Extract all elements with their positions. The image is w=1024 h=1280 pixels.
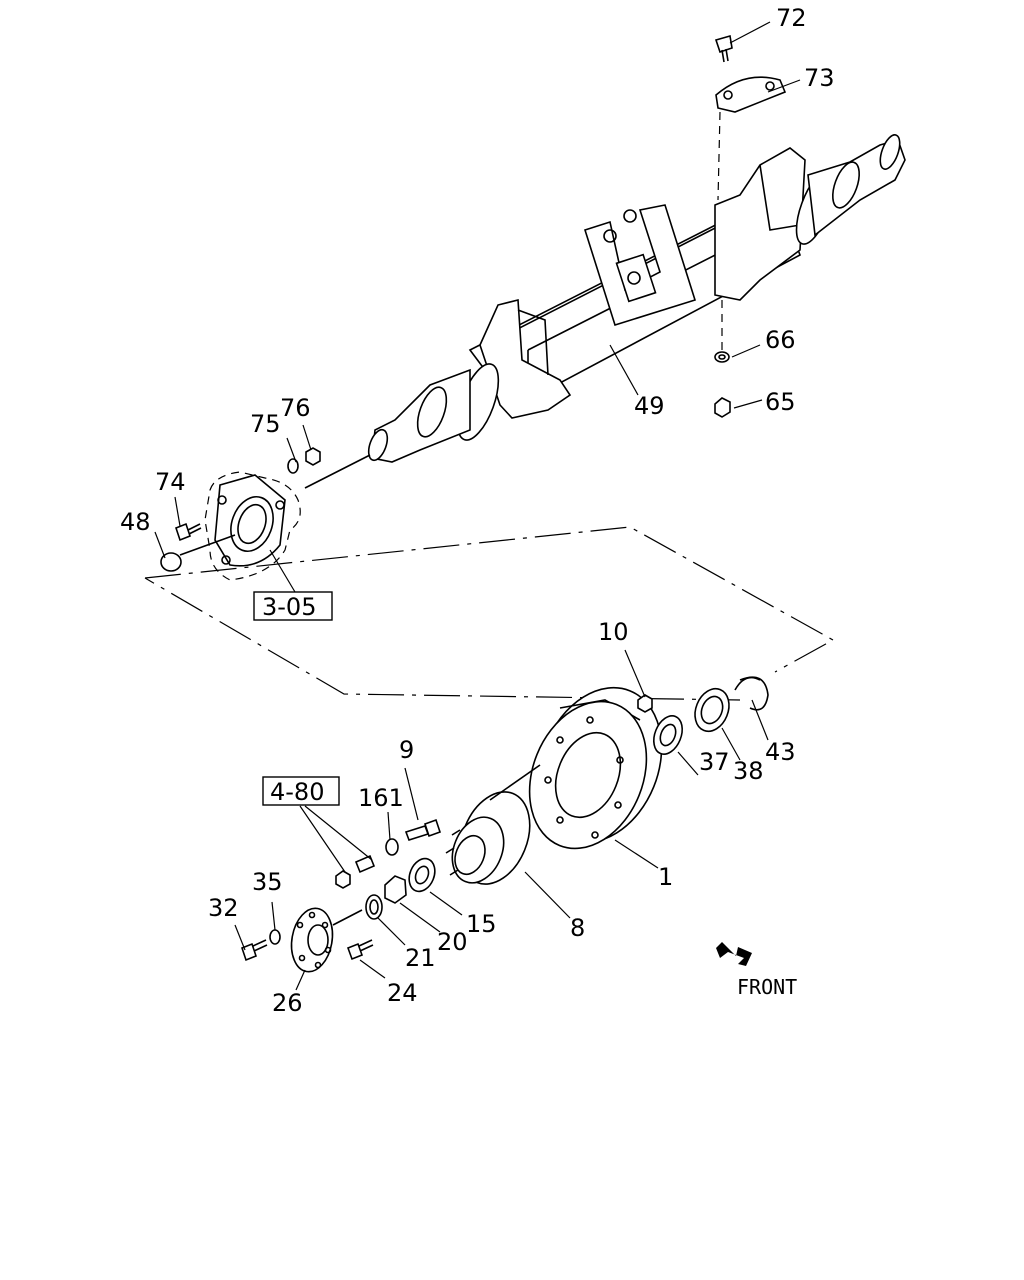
hub-8 — [445, 791, 531, 885]
ref-4-80-text: 4-80 — [270, 778, 324, 806]
stud-9 — [404, 818, 442, 841]
leader-lines — [154, 21, 801, 991]
brake-drum — [528, 686, 663, 850]
leader-48-line — [179, 534, 236, 556]
plate — [204, 471, 301, 581]
label-15: 15 — [466, 910, 497, 938]
nut-10 — [637, 694, 653, 713]
centerline-73 — [717, 111, 721, 201]
label-73: 73 — [804, 64, 835, 92]
label-1: 1 — [658, 863, 673, 891]
label-49: 49 — [634, 392, 665, 420]
centerline-cap — [332, 909, 363, 926]
label-24: 24 — [387, 979, 418, 1007]
centerline-plate — [304, 454, 371, 489]
nut-4-80b — [335, 870, 351, 889]
ref-box-3-05: 3-05 — [253, 591, 333, 621]
label-20: 20 — [437, 928, 468, 956]
label-37: 37 — [699, 748, 730, 776]
snap-ring-43 — [734, 676, 769, 711]
centerline-hub — [489, 764, 541, 801]
washer-75 — [287, 458, 299, 474]
front-label: FRONT — [737, 975, 797, 999]
nut-65 — [714, 397, 731, 418]
ref-box-4-80: 4-80 — [262, 776, 340, 806]
bolt-24 — [346, 939, 374, 961]
bearing-15 — [408, 857, 436, 893]
label-48: 48 — [120, 508, 151, 536]
washer-35 — [269, 929, 281, 945]
label-35: 35 — [252, 868, 283, 896]
nut-20 — [384, 875, 407, 904]
bolt-72 — [714, 34, 733, 63]
label-75: 75 — [250, 410, 281, 438]
label-32: 32 — [208, 894, 239, 922]
label-8: 8 — [570, 914, 585, 942]
washer-161 — [385, 838, 399, 856]
bearing-37 — [653, 715, 683, 755]
label-38: 38 — [733, 757, 764, 785]
ref-3-05-text: 3-05 — [262, 593, 316, 621]
label-21: 21 — [405, 944, 436, 972]
label-26: 26 — [272, 989, 303, 1017]
label-9: 9 — [399, 736, 414, 764]
label-161: 161 — [358, 784, 404, 812]
washer-66 — [714, 351, 730, 363]
label-65: 65 — [765, 388, 796, 416]
front-arrow-icon — [716, 942, 752, 966]
label-74: 74 — [155, 468, 186, 496]
bolt-32 — [241, 939, 268, 962]
label-72: 72 — [776, 4, 807, 32]
label-76: 76 — [280, 394, 311, 422]
label-10: 10 — [598, 618, 629, 646]
label-43: 43 — [765, 738, 796, 766]
plug-48 — [160, 552, 182, 572]
cap-73 — [715, 76, 787, 113]
nut-76 — [305, 447, 321, 466]
bolt-74 — [175, 522, 202, 542]
lock-washer-21 — [365, 894, 383, 920]
hub-cap-26 — [290, 907, 334, 973]
seal-38 — [694, 687, 730, 733]
bolt-4-80a — [354, 854, 376, 874]
label-66: 66 — [765, 326, 796, 354]
axle-beam — [367, 134, 906, 463]
